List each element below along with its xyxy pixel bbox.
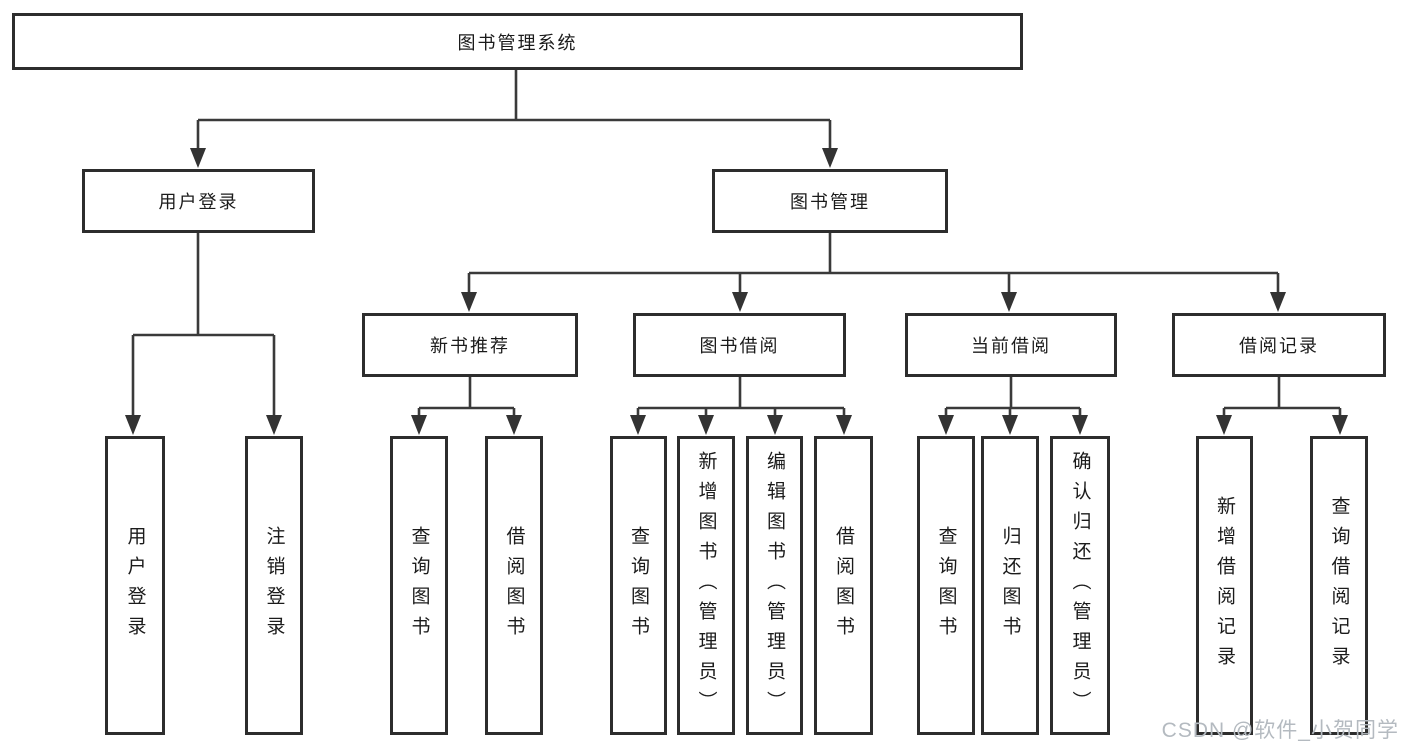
csdn-watermark: CSDN @软件_小贺同学 [1161,719,1399,742]
node-query-books-borrowing: 查询图书 [610,436,667,735]
node-edit-books-admin: 编辑图书（管理员） [746,436,803,735]
node-borrow-books-recommend: 借阅图书 [485,436,543,735]
node-borrow-books: 借阅图书 [814,436,873,735]
node-current-borrowing: 当前借阅 [905,313,1117,377]
node-add-books-admin: 新增图书（管理员） [677,436,735,735]
node-borrowing-records: 借阅记录 [1172,313,1386,377]
node-query-books-recommend: 查询图书 [390,436,448,735]
node-user-login: 用户登录 [82,169,315,233]
node-book-borrowing: 图书借阅 [633,313,846,377]
node-return-books: 归还图书 [981,436,1039,735]
node-library-system: 图书管理系统 [12,13,1023,70]
node-confirm-return-admin: 确认归还（管理员） [1050,436,1110,735]
node-add-borrow-record: 新增借阅记录 [1196,436,1253,735]
node-book-management: 图书管理 [712,169,948,233]
node-user-login-leaf: 用户登录 [105,436,165,735]
node-query-borrow-record: 查询借阅记录 [1310,436,1368,735]
node-logout: 注销登录 [245,436,303,735]
node-query-books-current: 查询图书 [917,436,975,735]
node-new-book-recommend: 新书推荐 [362,313,578,377]
